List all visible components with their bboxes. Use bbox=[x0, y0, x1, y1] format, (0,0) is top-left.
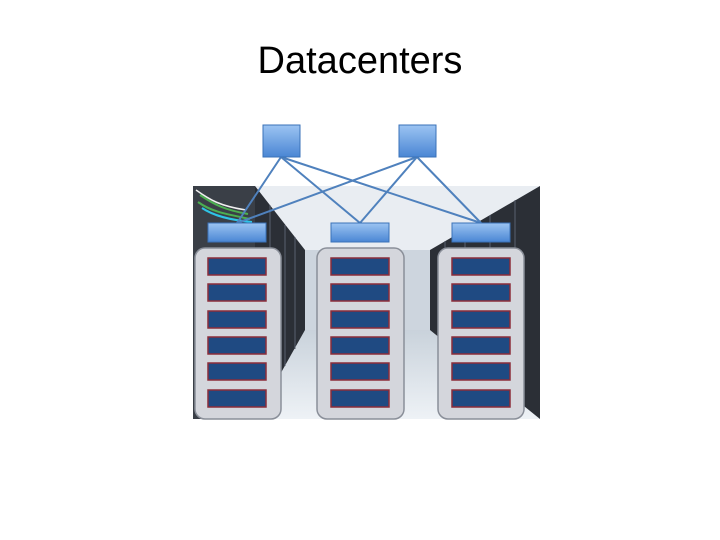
rack-2 bbox=[316, 222, 405, 420]
server bbox=[330, 362, 390, 381]
rack-switch bbox=[330, 222, 390, 243]
server bbox=[207, 389, 267, 408]
server bbox=[207, 310, 267, 329]
link-core2-agg2 bbox=[359, 156, 418, 224]
server bbox=[451, 362, 511, 381]
server bbox=[207, 257, 267, 276]
server bbox=[330, 336, 390, 355]
server bbox=[330, 389, 390, 408]
link-core2-agg3 bbox=[416, 156, 482, 224]
link-core2-agg1 bbox=[236, 156, 418, 224]
racks bbox=[194, 222, 525, 420]
core-switch-1 bbox=[262, 124, 301, 158]
rack-1 bbox=[194, 222, 282, 420]
server bbox=[330, 283, 390, 302]
rack-3 bbox=[437, 222, 525, 420]
core-switches bbox=[262, 124, 437, 158]
server bbox=[207, 336, 267, 355]
server bbox=[330, 310, 390, 329]
network-links bbox=[236, 156, 482, 224]
server bbox=[451, 389, 511, 408]
slide-title: Datacenters bbox=[257, 40, 463, 82]
server bbox=[451, 283, 511, 302]
link-core1-agg2 bbox=[280, 156, 361, 224]
server bbox=[451, 310, 511, 329]
server bbox=[451, 336, 511, 355]
server bbox=[207, 283, 267, 302]
rack-switch bbox=[207, 222, 267, 243]
server bbox=[207, 362, 267, 381]
core-switch-2 bbox=[398, 124, 437, 158]
rack-switch bbox=[451, 222, 511, 243]
server bbox=[451, 257, 511, 276]
link-core1-agg3 bbox=[280, 156, 482, 224]
server bbox=[330, 257, 390, 276]
link-core1-agg1 bbox=[236, 156, 282, 224]
